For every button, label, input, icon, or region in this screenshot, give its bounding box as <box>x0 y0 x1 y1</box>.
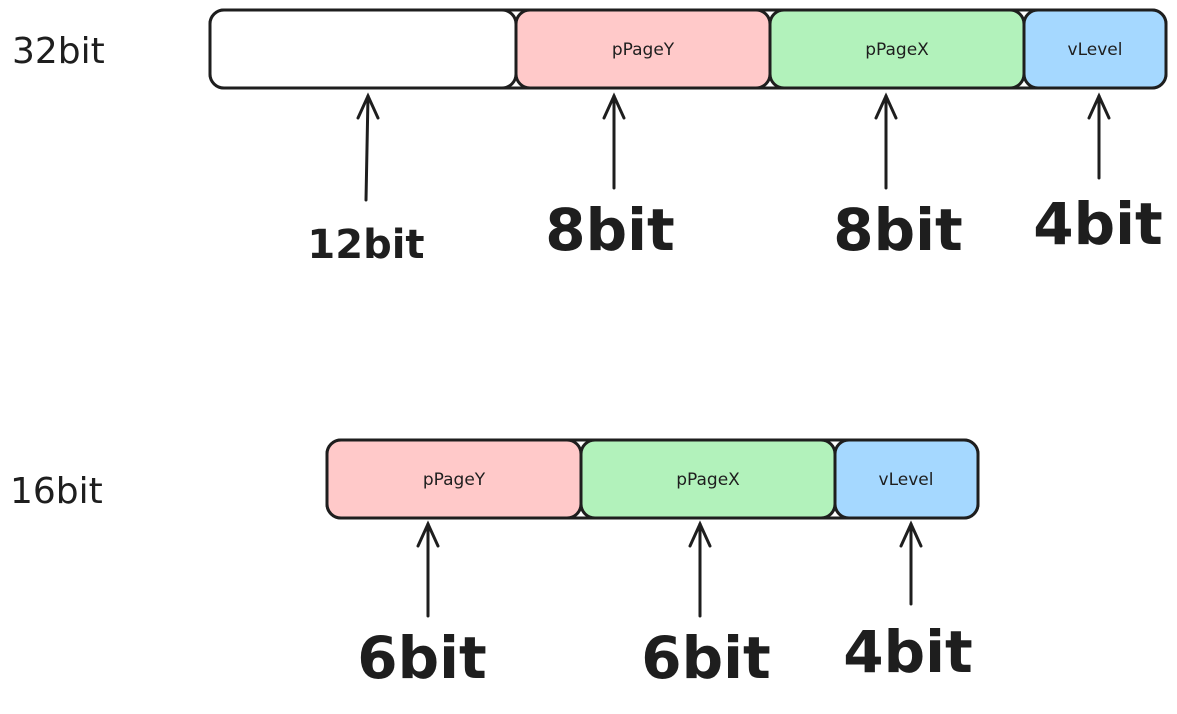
row-label-16bit: 16bit <box>10 471 103 512</box>
arrow-icon <box>1087 92 1111 180</box>
bit-width-label: 6bit <box>641 624 770 692</box>
bit-width-label: 8bit <box>833 196 962 264</box>
segment-label-ppagex: pPageX <box>865 40 929 60</box>
segment-label-ppagey: pPageY <box>423 470 486 490</box>
bit-width-label: 4bit <box>1033 190 1162 258</box>
segment-label-vlevel: vLevel <box>1068 40 1123 60</box>
arrow-icon <box>356 92 380 202</box>
arrow-icon <box>602 92 626 190</box>
arrow-icon <box>688 520 712 618</box>
bit-width-label: 6bit <box>357 624 486 692</box>
arrow-icon <box>899 520 923 606</box>
bit-width-label: 12bit <box>307 222 424 268</box>
row-label-32bit: 32bit <box>12 31 105 72</box>
segment-label-ppagey: pPageY <box>612 40 675 60</box>
arrow-icon <box>874 92 898 190</box>
segment-32bit-vlevel <box>1022 8 1168 90</box>
segment-32bit-unused <box>208 8 518 90</box>
bit-width-label: 8bit <box>545 196 674 264</box>
segment-16bit-vlevel <box>833 438 980 520</box>
segment-label-ppagex: pPageX <box>676 470 740 490</box>
arrow-icon <box>416 520 440 618</box>
segment-label-vlevel: vLevel <box>879 470 934 490</box>
bit-width-label: 4bit <box>843 618 972 686</box>
